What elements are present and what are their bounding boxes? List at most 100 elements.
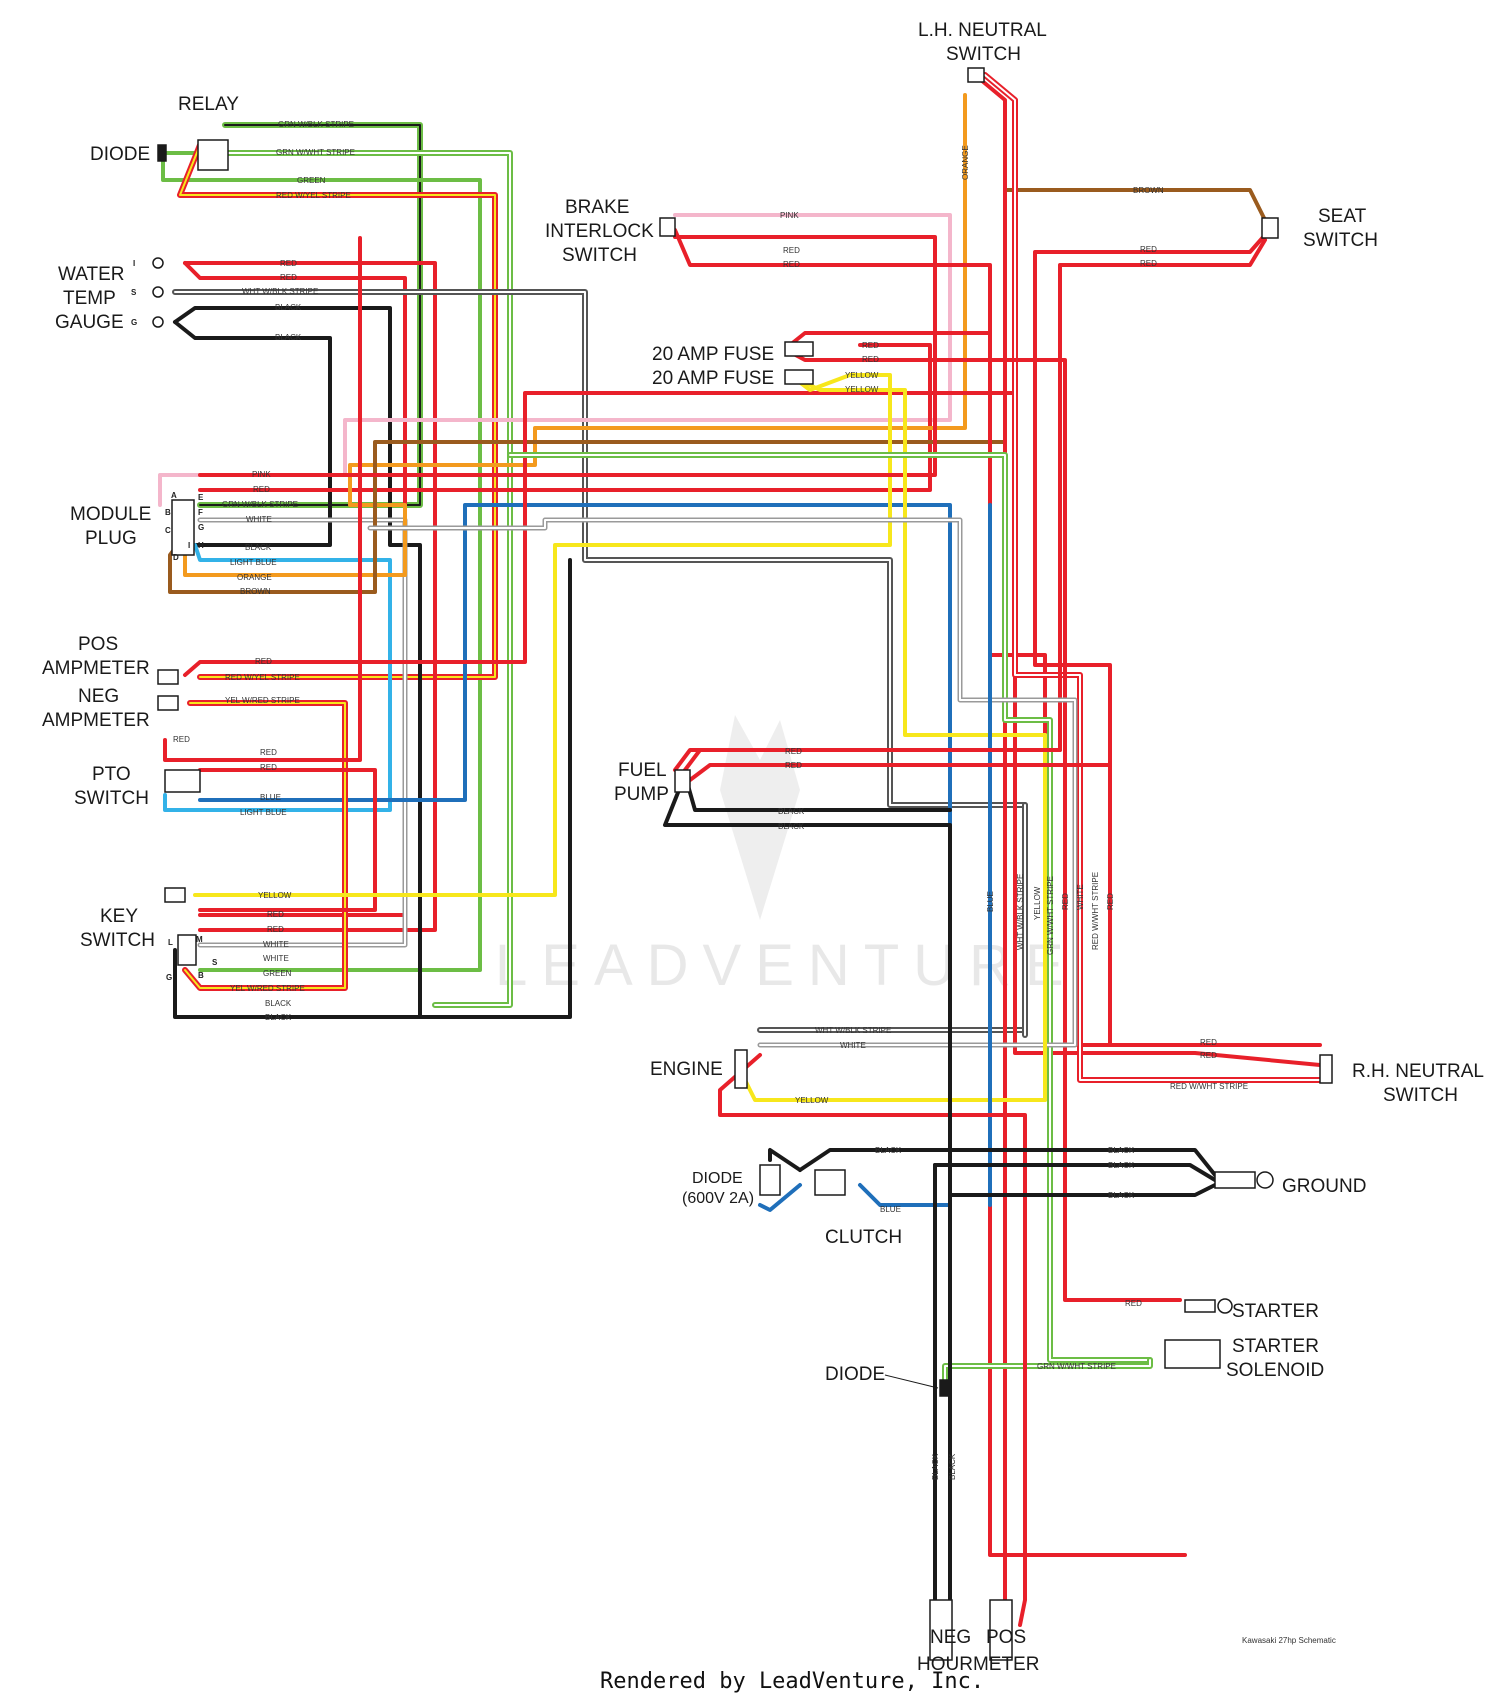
wl-fuel-red-2: RED: [785, 761, 802, 770]
pos-amp-terminal: [157, 669, 179, 685]
key-switch-body: [177, 934, 197, 966]
diode-600-body: [759, 1164, 781, 1196]
pin-key-s: S: [212, 958, 218, 967]
water-term-s: [152, 286, 164, 298]
wl-key-yel-red: YEL W/RED STRIPE: [230, 984, 305, 993]
wl-engine-wht-blk: WHT W/BLK STRIPE: [815, 1026, 891, 1035]
wire-fuel-red: [683, 748, 1062, 772]
label-engine: ENGINE: [650, 1059, 723, 1080]
wl-amp-red: RED: [255, 657, 272, 666]
wire-pos-amp-red: [183, 391, 1322, 1067]
wire-relay-grn-blk: [197, 122, 423, 508]
wl-key-white-2: WHITE: [263, 954, 289, 963]
wire-ground-black: [798, 1148, 1217, 1177]
wl-pto-blue: BLUE: [260, 793, 281, 802]
wl-clutch-blue: BLUE: [880, 1205, 901, 1214]
wl-amp-red-yel: RED W/YEL STRIPE: [225, 673, 300, 682]
wire-water-red-2: [183, 261, 407, 917]
relay-body: [197, 139, 229, 171]
wl-amp-yel-red: YEL W/RED STRIPE: [225, 696, 300, 705]
label-fuse-2: 20 AMP FUSE: [652, 368, 774, 389]
wire-module-pink: [158, 213, 952, 507]
wire-seat-red-2: [673, 238, 1267, 772]
wl-starter-red: RED: [1125, 1299, 1142, 1308]
wire-lh-red-white: [982, 72, 1323, 1083]
label-water-1: WATER: [58, 264, 125, 285]
wl-module-orange: ORANGE: [237, 573, 272, 582]
pin-water-i: I: [133, 259, 135, 268]
wl-brake-red: RED: [783, 246, 800, 255]
lh-neutral-body: [967, 67, 985, 83]
label-diode-lower: DIODE: [825, 1364, 885, 1385]
wire-fuel-red-2: [688, 763, 1112, 782]
wire-pto-red: [163, 236, 362, 762]
pin-module-g: G: [198, 523, 204, 532]
module-plug-body: [171, 499, 195, 556]
pin-module-h: H: [198, 541, 204, 550]
label-rh-2: SWITCH: [1383, 1085, 1458, 1106]
wl-water-black-2: BLACK: [275, 333, 302, 342]
wire-fuse-red: [788, 331, 1187, 1557]
label-fuse-1: 20 AMP FUSE: [652, 344, 774, 365]
label-lh-1: L.H. NEUTRAL: [918, 20, 1047, 41]
wl-key-white: WHITE: [263, 940, 289, 949]
wl-relay-grn-wht: GRN W/WHT STRIPE: [276, 148, 355, 157]
wl-relay-green: GREEN: [297, 176, 326, 185]
label-key-1: KEY: [100, 906, 138, 927]
wire-ground-diode-black: [768, 1148, 802, 1172]
wl-vert-red: RED: [1061, 893, 1070, 910]
label-starter: STARTER: [1232, 1301, 1319, 1322]
ground-terminal: [1214, 1171, 1256, 1189]
wl-module-red: RED: [253, 485, 270, 494]
label-diode-600-2: (600V 2A): [682, 1190, 754, 1207]
wire-brake-red: [198, 235, 937, 477]
brake-switch-body: [659, 217, 676, 237]
schematic-caption: Kawasaki 27hp Schematic: [1242, 1636, 1336, 1645]
wire-relay-red-yel: [177, 142, 498, 680]
pin-key-m: M: [196, 935, 203, 944]
wl-rh-red-2: RED: [1200, 1051, 1217, 1060]
wire-clutch-blue-left: [758, 1183, 802, 1212]
wl-ground-black-4: BLACK: [1108, 1191, 1135, 1200]
wl-pto-red-top: RED: [173, 735, 190, 744]
wl-ground-black: BLACK: [875, 1146, 902, 1155]
clutch-body: [814, 1169, 846, 1196]
wl-brake-red-2: RED: [783, 260, 800, 269]
wl-rh-red: RED: [1200, 1038, 1217, 1047]
engine-body: [734, 1049, 748, 1089]
wire-relay-grn-wht: [222, 150, 513, 1008]
wl-fuse-yellow-2: YELLOW: [845, 385, 879, 394]
label-rh-1: R.H. NEUTRAL: [1352, 1061, 1484, 1082]
hourmeter-neg-terminal: [929, 1599, 953, 1661]
starter-solenoid-terminal: [1164, 1339, 1221, 1369]
label-solenoid-2: SOLENOID: [1226, 1360, 1324, 1381]
key-switch-terminal: [164, 887, 186, 903]
wl-vert-red-2: RED: [1106, 893, 1115, 910]
wl-key-black-2: BLACK: [265, 1013, 292, 1022]
ground-eye: [1256, 1171, 1274, 1189]
pto-switch-body: [164, 769, 201, 793]
label-pto-2: SWITCH: [74, 788, 149, 809]
label-ground: GROUND: [1282, 1176, 1366, 1197]
wl-module-grn-blk: GRN W/BLK STRIPE: [222, 500, 298, 509]
wl-fuse-yellow: YELLOW: [845, 371, 879, 380]
wl-module-brown: BROWN: [240, 587, 271, 596]
wl-seat-red-2: RED: [1140, 259, 1157, 268]
wl-fuse-red-2: RED: [862, 355, 879, 364]
wl-vert-white: WHITE: [1076, 884, 1085, 910]
wl-pto-red: RED: [260, 748, 277, 757]
label-water-2: TEMP: [63, 288, 116, 309]
rh-neutral-body: [1319, 1054, 1333, 1084]
wire-pto-red-2: [198, 768, 377, 912]
wire-fuse-red-2: [788, 350, 1182, 1302]
pin-water-s: S: [131, 288, 137, 297]
wl-water-red: RED: [280, 259, 297, 268]
pin-key-g: G: [166, 973, 172, 982]
wire-white-vertical: [367, 517, 1078, 1048]
label-neg-amp-1: NEG: [78, 686, 119, 707]
wl-module-pink: PINK: [252, 470, 271, 479]
starter-eye: [1217, 1298, 1233, 1314]
wl-seat-red: RED: [1140, 245, 1157, 254]
wire-module-light-blue: [163, 543, 392, 812]
wl-ground-black-3: BLACK: [1108, 1161, 1135, 1170]
